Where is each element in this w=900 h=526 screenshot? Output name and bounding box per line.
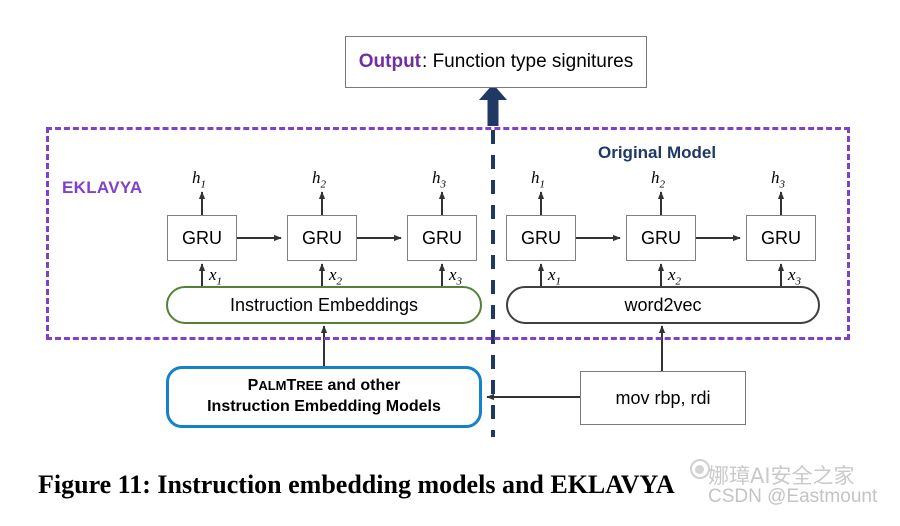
instruction-box: mov rbp, rdi xyxy=(580,371,746,425)
gru-cell-left-1: GRU xyxy=(167,215,237,261)
input-label-left-1: x1 xyxy=(209,265,223,288)
palmtree-brand-alm: ALM xyxy=(258,378,287,394)
gru-cell-left-3: GRU xyxy=(407,215,477,261)
input-label-left-3: x3 xyxy=(449,265,463,288)
hidden-state-label-left-2: h2 xyxy=(312,168,326,191)
palmtree-brand-ree: REE xyxy=(296,378,323,394)
word2vec-label: word2vec xyxy=(624,294,702,315)
hidden-state-label-right-2: h2 xyxy=(651,168,665,191)
gru-label: GRU xyxy=(641,227,681,248)
word2vec-box: word2vec xyxy=(506,286,820,324)
original-model-region-label: Original Model xyxy=(598,143,717,162)
models-region-border xyxy=(46,127,850,340)
hidden-state-label-left-1: h1 xyxy=(192,168,206,191)
palmtree-brand-p: P xyxy=(247,377,259,395)
gru-label: GRU xyxy=(521,227,561,248)
instruction-embeddings-label: Instruction Embeddings xyxy=(229,294,419,315)
figure-caption: Figure 11: Instruction embedding models … xyxy=(38,470,675,499)
hidden-state-label-left-3: h3 xyxy=(432,168,446,191)
palmtree-line-1: PALMTREE and other xyxy=(248,376,401,397)
input-label-right-1: x1 xyxy=(548,265,562,288)
instruction-embeddings-box: Instruction Embeddings xyxy=(166,286,482,324)
palmtree-models-box: PALMTREE and other Instruction Embedding… xyxy=(166,366,482,428)
hidden-state-label-right-1: h1 xyxy=(531,168,545,191)
input-label-right-3: x3 xyxy=(788,265,802,288)
input-label-right-2: x2 xyxy=(668,265,682,288)
palmtree-brand-t: T xyxy=(286,377,297,395)
gru-cell-right-1: GRU xyxy=(506,215,576,261)
gru-label: GRU xyxy=(182,227,222,248)
output-keyword: Output xyxy=(358,51,422,72)
palmtree-line-2: Instruction Embedding Models xyxy=(207,398,441,415)
input-label-left-2: x2 xyxy=(329,265,343,288)
gru-cell-left-2: GRU xyxy=(287,215,357,261)
output-text: : Function type signitures xyxy=(422,51,634,72)
palmtree-suffix: and other xyxy=(327,377,401,395)
gru-label: GRU xyxy=(302,227,342,248)
gru-cell-right-2: GRU xyxy=(626,215,696,261)
hidden-state-label-right-3: h3 xyxy=(771,168,785,191)
eklavya-region-label: EKLAVYA xyxy=(62,178,143,197)
instruction-text: mov rbp, rdi xyxy=(615,387,711,408)
gru-cell-right-3: GRU xyxy=(746,215,816,261)
gru-label: GRU xyxy=(422,227,462,248)
gru-label: GRU xyxy=(761,227,801,248)
output-box: Output: Function type signitures xyxy=(345,36,647,88)
